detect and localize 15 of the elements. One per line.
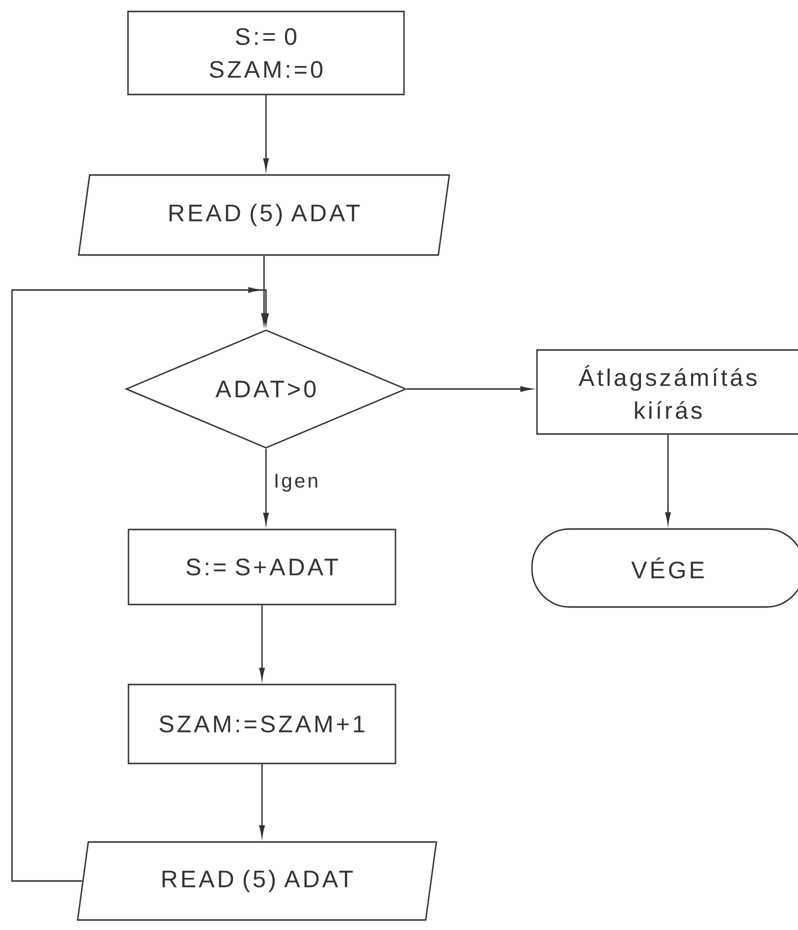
process-box: SZAM:=SZAM+1 bbox=[128, 684, 396, 764]
process-box: Átlagszámítás kiírás bbox=[536, 349, 798, 435]
terminal-box: VÉGE bbox=[531, 528, 798, 608]
edge-label: Igen bbox=[272, 472, 320, 493]
loop-arrow bbox=[11, 287, 269, 882]
arrow bbox=[406, 386, 532, 392]
arrow bbox=[259, 605, 265, 679]
input-parallelogram: READ (5) ADAT bbox=[76, 841, 438, 921]
arrow bbox=[263, 95, 269, 170]
arrow bbox=[263, 448, 269, 524]
process-box: S:= S+ADAT bbox=[128, 528, 396, 606]
arrow bbox=[665, 434, 671, 524]
process-box: S:= 0 SZAM:=0 bbox=[127, 10, 405, 96]
arrow bbox=[259, 764, 265, 836]
input-parallelogram: READ (5) ADAT bbox=[78, 174, 450, 256]
